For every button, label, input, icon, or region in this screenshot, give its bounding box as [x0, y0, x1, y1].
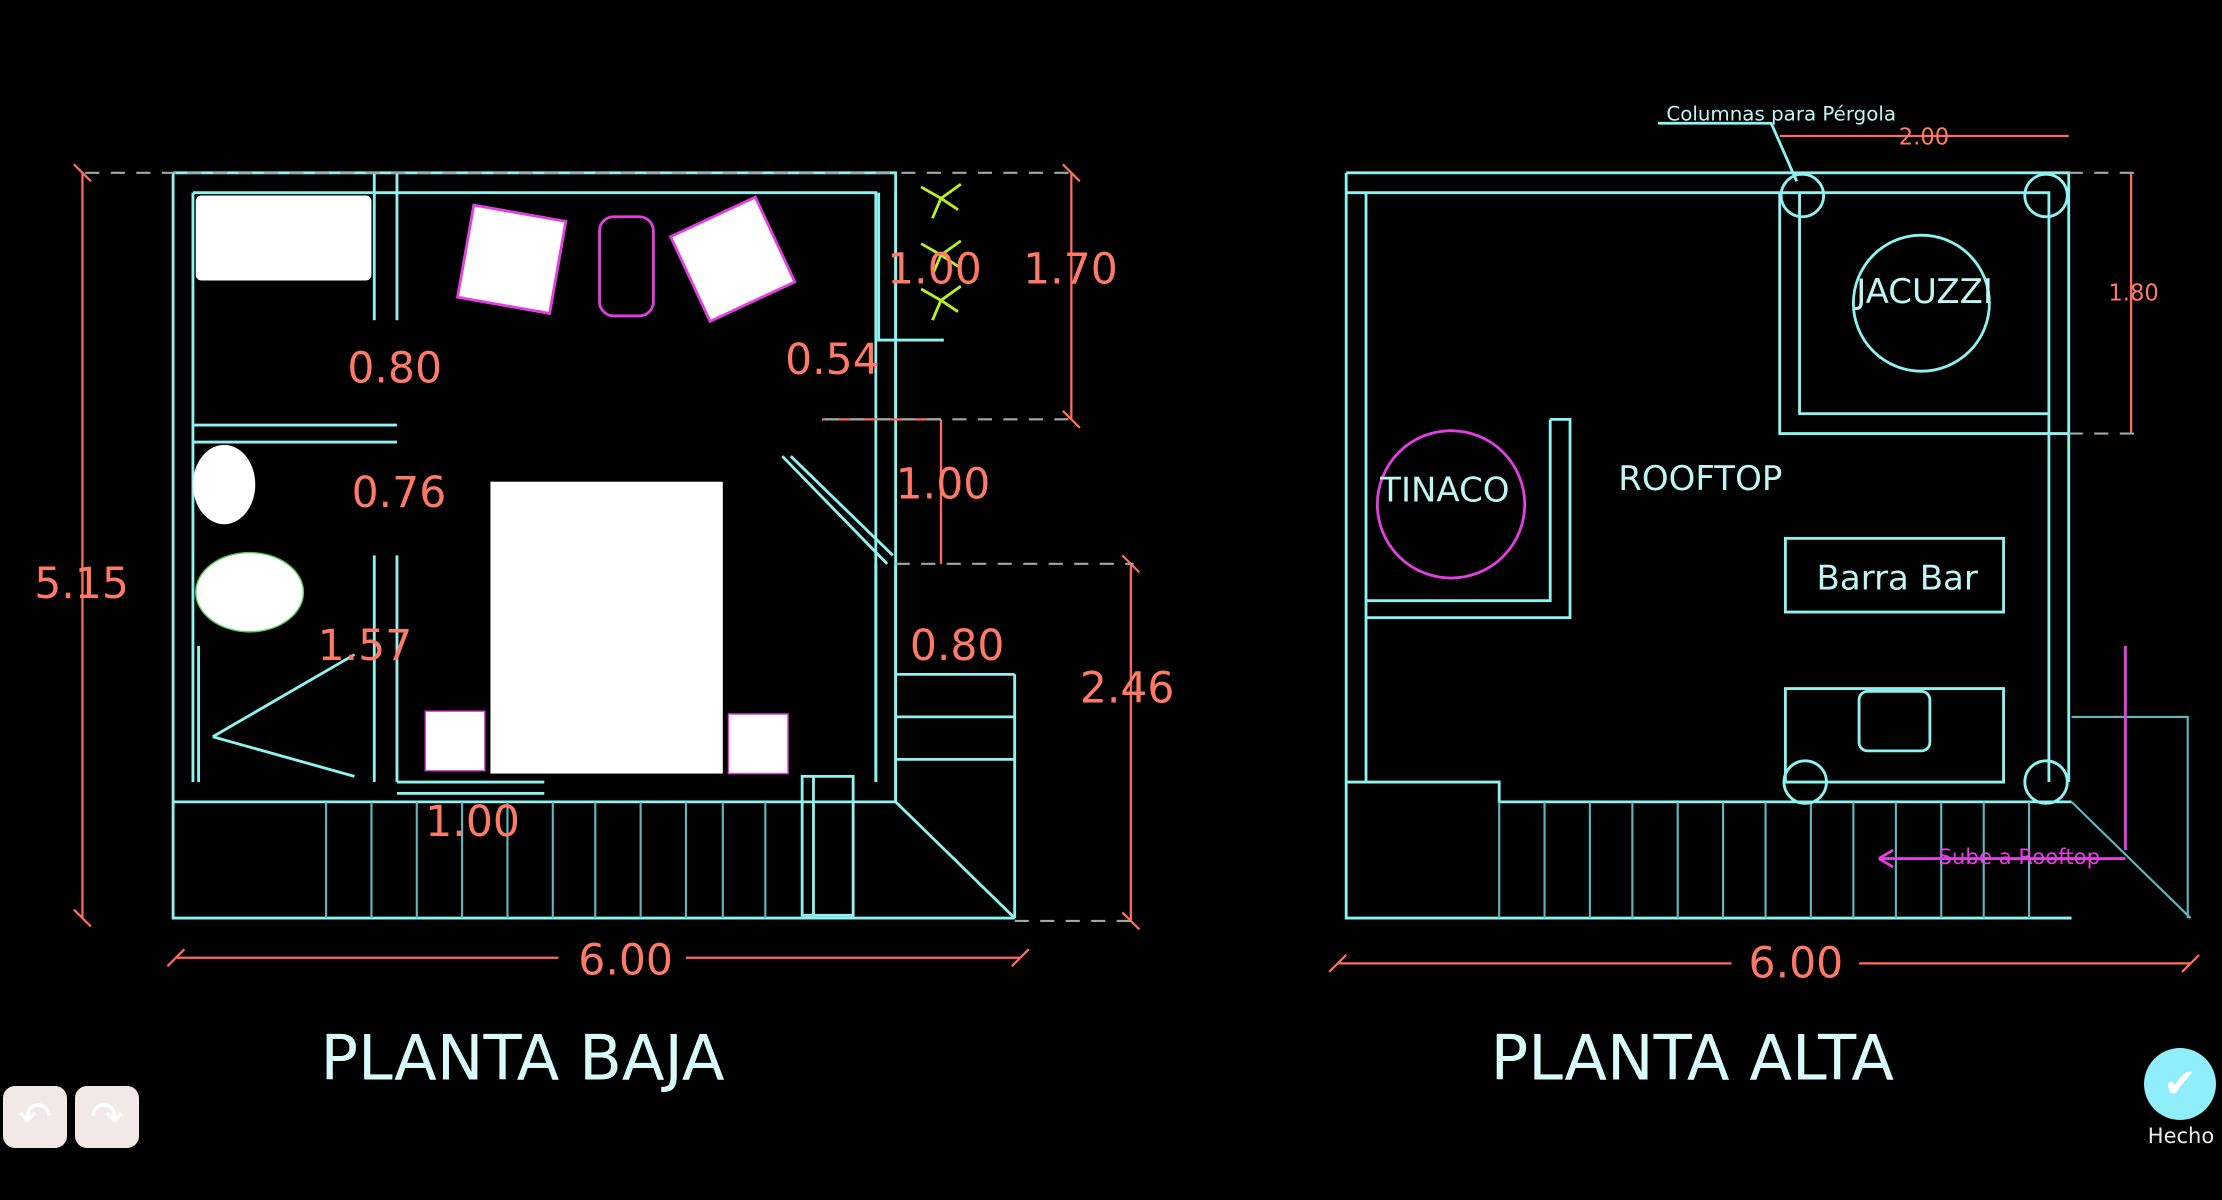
- dim: 2.00: [1899, 125, 1949, 151]
- dim: 0.54: [785, 336, 880, 385]
- undo-icon: ↶: [18, 1094, 52, 1140]
- dim: 0.76: [352, 469, 447, 518]
- done-label: Hecho: [2147, 1124, 2215, 1148]
- plant-icon: [920, 183, 962, 321]
- dim: 1.80: [2108, 280, 2158, 306]
- sink: [192, 444, 256, 525]
- dim: 1.00: [425, 798, 520, 847]
- rooftop-label: ROOFTOP: [1618, 459, 1782, 499]
- dim: 1.70: [1023, 245, 1118, 294]
- undo-button[interactable]: ↶: [3, 1086, 67, 1148]
- dim: 0.80: [910, 622, 1005, 671]
- dim: 1.00: [896, 461, 991, 510]
- bar-label: Barra Bar: [1817, 558, 1978, 598]
- bar: [1783, 536, 2005, 614]
- redo-icon: ↷: [90, 1094, 124, 1140]
- dim: 1.00: [887, 245, 982, 294]
- planta-baja-plan: 5.15 0.80 0.76 1.57 1.00 1.00 0.54 1.70 …: [34, 163, 1175, 1095]
- bed: [490, 481, 723, 774]
- done-button[interactable]: ✔: [2144, 1048, 2216, 1120]
- dim-width: 6.00: [578, 937, 673, 986]
- columns-label: Columnas para Pérgola: [1666, 102, 1896, 125]
- toilet: [195, 551, 305, 633]
- tinaco: [1375, 429, 1527, 580]
- jacuzzi-label: JACUZZI: [1854, 272, 1993, 312]
- jacuzzi: [1851, 233, 1991, 373]
- planta-alta-plan: Columnas para Pérgola 2.00 1.80 JACUZZI …: [1328, 102, 2200, 1095]
- tinaco-label: TINACO: [1379, 471, 1509, 511]
- check-icon: ✔: [2163, 1061, 2197, 1107]
- stairs-label: Sube a Rooftop: [1938, 845, 2100, 870]
- plan-title: PLANTA ALTA: [1491, 1022, 1895, 1095]
- redo-button[interactable]: ↷: [75, 1086, 139, 1148]
- dim-width: 6.00: [1749, 940, 1844, 989]
- dim: 1.57: [318, 622, 413, 671]
- plan-title: PLANTA BAJA: [320, 1022, 724, 1095]
- dim: 0.80: [347, 345, 442, 394]
- dim: 2.46: [1080, 665, 1175, 714]
- kitchen-counter: [195, 195, 372, 281]
- dim-height: 5.15: [34, 560, 129, 609]
